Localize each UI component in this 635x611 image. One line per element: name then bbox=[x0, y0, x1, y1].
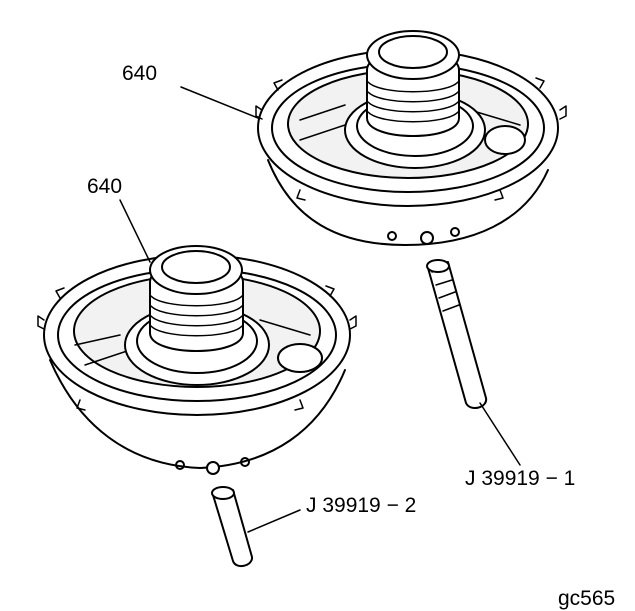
leader-tool-2 bbox=[247, 509, 301, 533]
callout-part-lower: 640 bbox=[87, 175, 122, 198]
drum-assembly-lower bbox=[37, 245, 357, 475]
callout-tool-1: J 39919 − 1 bbox=[465, 467, 575, 490]
leader-part-lower bbox=[119, 199, 151, 263]
tool-pin-j39919-2 bbox=[211, 486, 253, 568]
leader-part-upper bbox=[180, 86, 259, 119]
callout-part-upper: 640 bbox=[122, 62, 157, 85]
callout-tool-2: J 39919 − 2 bbox=[306, 494, 416, 517]
drum-assembly-upper bbox=[255, 30, 567, 246]
leader-lines bbox=[119, 86, 521, 533]
figure-id: gc565 bbox=[558, 587, 615, 610]
tool-pin-j39919-1 bbox=[426, 259, 488, 410]
leader-tool-1 bbox=[479, 402, 521, 466]
